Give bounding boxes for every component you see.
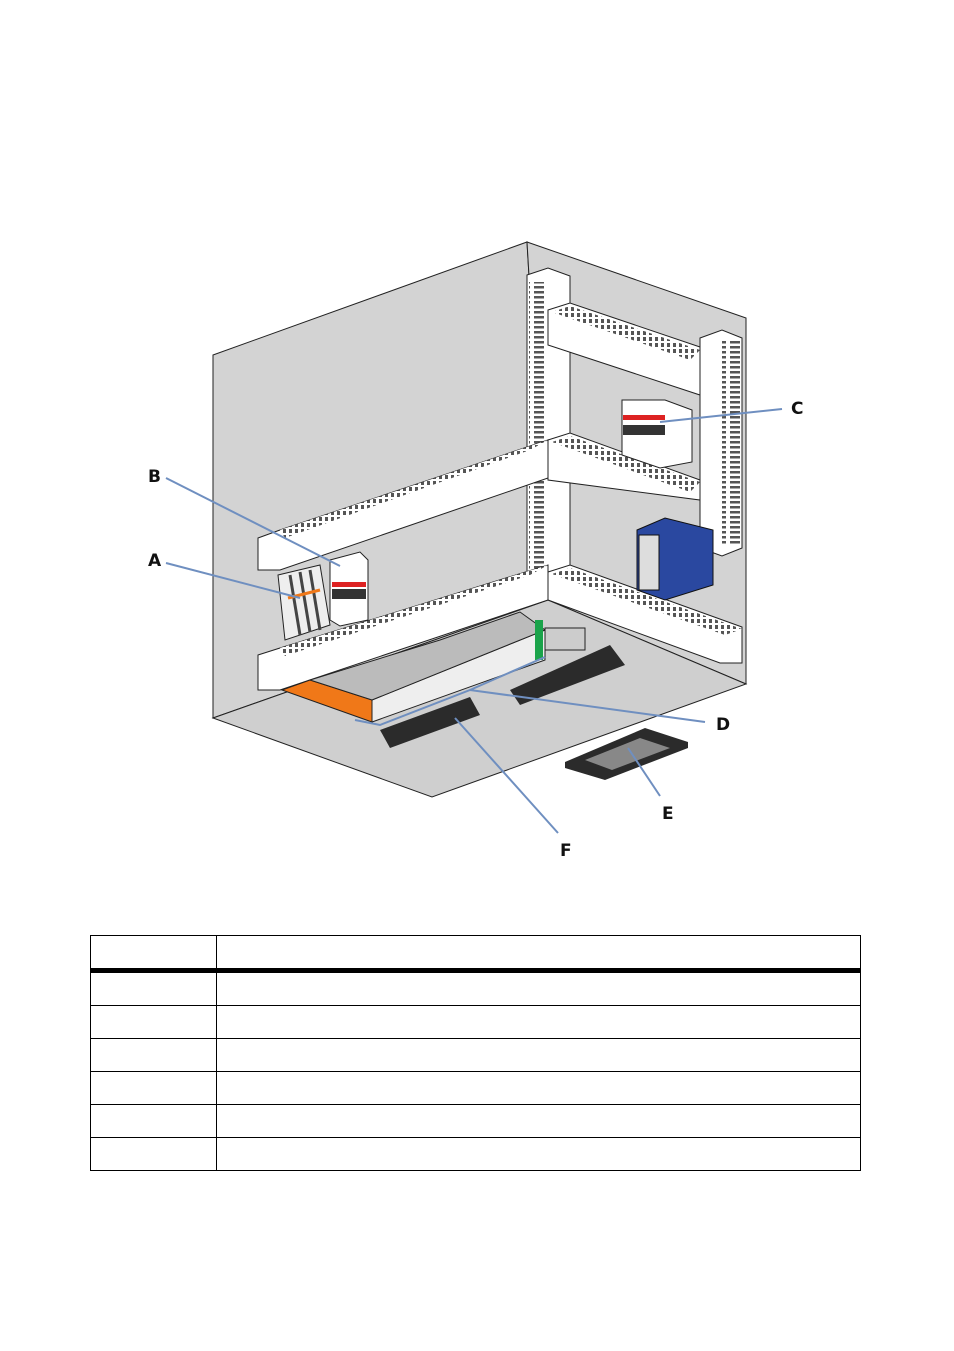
legend-table bbox=[90, 935, 861, 1171]
callout-f: F bbox=[560, 841, 572, 861]
table-row bbox=[90, 1071, 861, 1105]
header-cell-position bbox=[90, 935, 217, 973]
callout-a: A bbox=[148, 551, 162, 571]
callout-e: E bbox=[662, 804, 674, 824]
callout-b: B bbox=[148, 467, 161, 487]
circuit-breaker-b bbox=[329, 551, 369, 627]
table-row bbox=[90, 1038, 861, 1072]
header-cell-description bbox=[216, 935, 861, 973]
terminal-block-a bbox=[277, 564, 331, 641]
circuit-breaker-c bbox=[621, 399, 693, 469]
blue-device bbox=[636, 517, 714, 601]
cable-strip-back bbox=[510, 645, 625, 705]
cell bbox=[216, 1071, 861, 1105]
cell bbox=[90, 1104, 217, 1138]
callout-c: C bbox=[791, 399, 803, 419]
table-row bbox=[90, 1005, 861, 1039]
cell bbox=[90, 1071, 217, 1105]
cell bbox=[216, 1104, 861, 1138]
cell bbox=[90, 970, 217, 1006]
cell bbox=[216, 1038, 861, 1072]
cell bbox=[90, 1005, 217, 1039]
table-header-row bbox=[90, 935, 861, 973]
cell bbox=[216, 1005, 861, 1039]
table-row bbox=[90, 1104, 861, 1138]
table-row bbox=[90, 1137, 861, 1171]
cell bbox=[90, 1038, 217, 1072]
cable-strip-front bbox=[380, 697, 480, 748]
cell bbox=[90, 1137, 217, 1171]
terminal-rail bbox=[280, 611, 586, 723]
cell bbox=[216, 970, 861, 1006]
callout-d: D bbox=[716, 715, 730, 735]
cell bbox=[216, 1137, 861, 1171]
cabinet-illustration: B A C D E F bbox=[148, 241, 803, 861]
table-row bbox=[90, 970, 861, 1006]
